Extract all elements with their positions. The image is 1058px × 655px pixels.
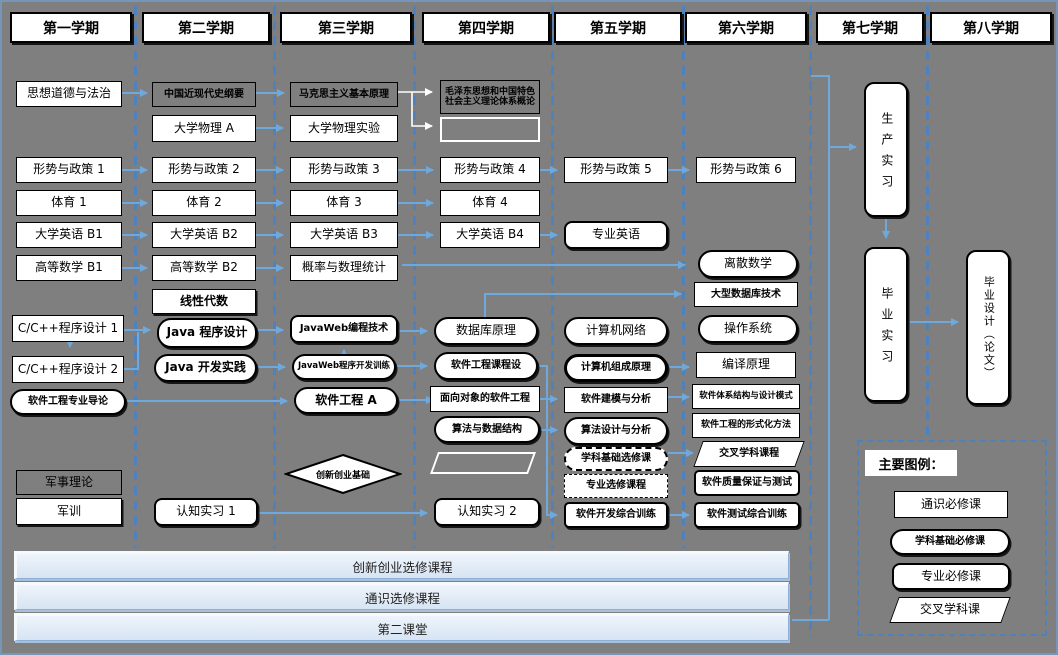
course-cognitive-intern-2: 认知实习 2 <box>434 498 540 526</box>
course-software-quality-assurance: 软件质量保证与测试 <box>694 470 800 496</box>
course-english-b3: 大学英语 B3 <box>290 222 398 248</box>
legend-item-cross-discipline: 交叉学科课 <box>889 597 1011 623</box>
course-javaweb-tech: JavaWeb编程技术 <box>290 315 398 343</box>
legend-item-basic-required: 学科基础必修课 <box>890 529 1010 555</box>
course-software-architecture: 软件体系结构与设计模式 <box>692 384 800 409</box>
course-graduation-thesis: 毕业设计（论文） <box>966 250 1010 405</box>
course-basic-electives: 学科基础选修课 <box>564 447 668 471</box>
legend-item-cross-discipline-label: 交叉学科课 <box>919 602 981 617</box>
course-morality-law: 思想道德与法治 <box>16 81 122 107</box>
bar-second-classroom: 第二课堂 <box>14 613 789 641</box>
course-oo-software-engineering: 面向对象的软件工程 <box>430 386 540 412</box>
empty-parallelogram <box>429 452 537 474</box>
course-compiler-principles: 编译原理 <box>696 352 796 378</box>
course-cpp-1: C/C++程序设计 1 <box>12 315 124 342</box>
legend-item-general-required: 通识必修课 <box>894 491 1008 518</box>
course-formal-methods: 软件工程的形式化方法 <box>692 413 800 438</box>
course-policy-3: 形势与政策 3 <box>290 157 398 183</box>
course-large-database-tech: 大型数据库技术 <box>694 282 798 307</box>
course-english-b2: 大学英语 B2 <box>152 222 256 248</box>
column-separator <box>682 6 685 548</box>
course-probability-stats: 概率与数理统计 <box>290 255 398 281</box>
course-policy-5: 形势与政策 5 <box>564 157 668 183</box>
course-linear-algebra: 线性代数 <box>152 289 256 314</box>
course-cross-discipline: 交叉学科课程 <box>693 441 805 467</box>
course-pe-2: 体育 2 <box>152 190 256 216</box>
course-math-b1: 高等数学 B1 <box>16 255 122 281</box>
course-professional-english: 专业英语 <box>564 221 668 249</box>
course-graduation-internship: 毕业实习 <box>864 247 908 402</box>
course-computer-organization: 计算机组成原理 <box>564 354 668 382</box>
course-english-b4: 大学英语 B4 <box>440 222 540 248</box>
course-innovation-basics: 创新创业基础 <box>282 453 404 495</box>
course-physics-a: 大学物理 A <box>152 115 256 142</box>
course-operating-systems: 操作系统 <box>698 315 798 343</box>
bar-innovation-electives: 创新创业选修课程 <box>14 551 789 579</box>
course-algorithm-design: 算法设计与分析 <box>564 417 668 445</box>
course-pe-1: 体育 1 <box>16 190 122 216</box>
course-policy-1: 形势与政策 1 <box>16 157 122 183</box>
course-marxism: 马克思主义基本原理 <box>290 82 398 107</box>
header-semester-3: 第三学期 <box>280 12 412 43</box>
column-separator <box>809 6 812 637</box>
header-semester-6: 第六学期 <box>685 12 807 43</box>
column-separator <box>413 6 416 548</box>
course-policy-6: 形势与政策 6 <box>696 157 796 183</box>
course-cross-discipline-label: 交叉学科课程 <box>719 448 779 460</box>
course-dev-comprehensive-training: 软件开发综合训练 <box>564 502 668 528</box>
column-separator <box>273 6 276 548</box>
course-cpp-2: C/C++程序设计 2 <box>12 356 124 383</box>
legend-box <box>857 440 1047 636</box>
course-military-training: 军训 <box>16 498 122 525</box>
course-se-intro: 软件工程专业导论 <box>10 389 126 415</box>
course-database-principles: 数据库原理 <box>434 317 538 345</box>
column-separator <box>926 6 929 438</box>
course-test-comprehensive-training: 软件测试综合训练 <box>694 502 800 528</box>
course-major-electives: 专业选修课程 <box>564 474 668 498</box>
course-pe-4: 体育 4 <box>440 190 540 216</box>
course-se-course-design: 软件工程课程设 <box>434 352 538 380</box>
course-policy-4: 形势与政策 4 <box>440 157 540 183</box>
course-cognitive-intern-1: 认知实习 1 <box>154 498 258 526</box>
course-algorithms-data-structures: 算法与数据结构 <box>434 416 540 443</box>
header-semester-8: 第八学期 <box>930 12 1052 43</box>
column-separator <box>134 6 137 548</box>
course-java-dev-practice: Java 开发实践 <box>154 354 257 382</box>
course-discrete-math: 离散数学 <box>698 250 798 278</box>
header-semester-5: 第五学期 <box>554 12 682 43</box>
course-policy-2: 形势与政策 2 <box>152 157 256 183</box>
course-english-b1: 大学英语 B1 <box>16 222 122 248</box>
header-semester-2: 第二学期 <box>142 12 270 43</box>
course-javaweb-training: JavaWeb程序开发训练 <box>292 354 396 380</box>
diamond-shape <box>282 453 404 495</box>
course-mao-theory: 毛泽东思想和中国特色社会主义理论体系概论 <box>440 80 540 114</box>
course-production-internship: 生产实习 <box>864 82 908 217</box>
legend-title: 主要图例： <box>865 450 957 476</box>
bar-general-electives: 通识选修课程 <box>14 582 789 610</box>
header-semester-1: 第一学期 <box>10 12 132 43</box>
course-math-b2: 高等数学 B2 <box>152 255 256 281</box>
course-software-modeling: 软件建模与分析 <box>564 387 668 413</box>
course-pe-3: 体育 3 <box>290 190 398 216</box>
course-se-a: 软件工程 A <box>294 387 398 414</box>
course-java-programming: Java 程序设计 <box>157 318 257 348</box>
header-semester-7: 第七学期 <box>816 12 924 43</box>
legend-item-major-required: 专业必修课 <box>892 563 1010 590</box>
course-computer-network: 计算机网络 <box>564 317 668 345</box>
column-separator <box>551 6 554 548</box>
course-physics-lab: 大学物理实验 <box>290 115 398 142</box>
header-semester-4: 第四学期 <box>422 12 550 43</box>
empty-course-box <box>440 117 540 142</box>
course-innovation-basics-label: 创新创业基础 <box>315 470 370 481</box>
course-military-theory: 军事理论 <box>16 470 122 495</box>
course-modern-history: 中国近现代史纲要 <box>152 82 256 107</box>
